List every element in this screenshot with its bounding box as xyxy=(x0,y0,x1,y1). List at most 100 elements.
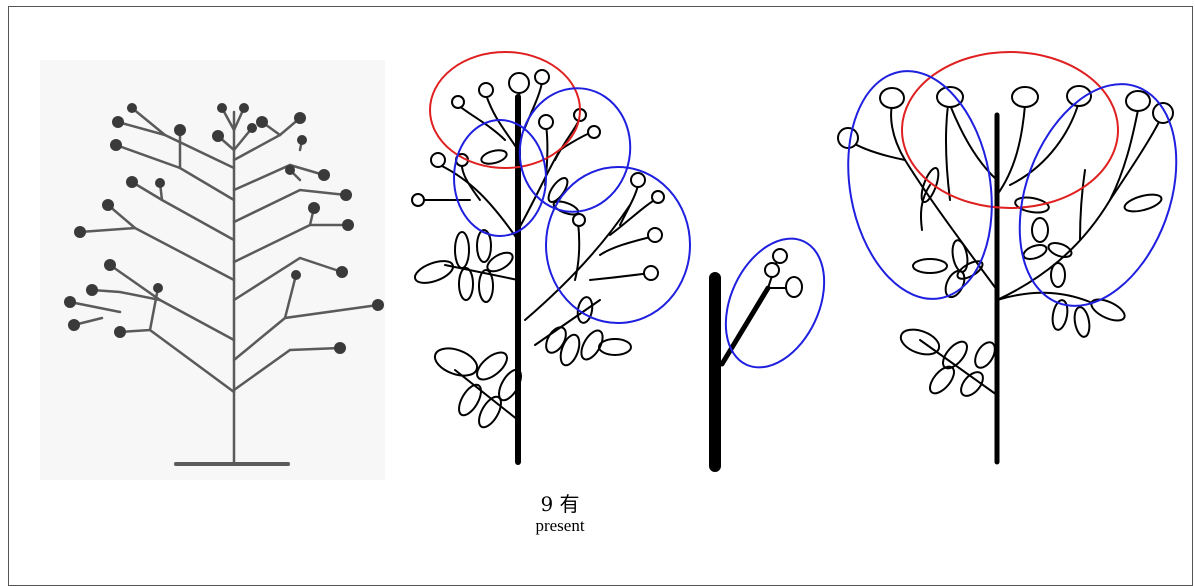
flower-head xyxy=(104,259,116,271)
flower-head xyxy=(430,152,446,168)
flower-head xyxy=(297,135,307,145)
leaf xyxy=(1090,298,1126,322)
sketch-1-flower-heads xyxy=(411,69,665,281)
flower-head xyxy=(285,165,295,175)
leaf xyxy=(1047,242,1073,258)
flower-head xyxy=(1152,102,1174,124)
flower-head xyxy=(451,95,465,109)
flower-head xyxy=(291,270,301,280)
flower-head xyxy=(879,87,905,109)
flower-head xyxy=(572,213,586,227)
flower-head xyxy=(247,123,257,133)
diagram-canvas xyxy=(40,51,1178,480)
side-branch xyxy=(719,285,771,367)
leaf xyxy=(486,251,514,273)
leaf xyxy=(458,267,474,301)
flower-head xyxy=(785,276,803,298)
leaf xyxy=(912,258,948,274)
flower-head xyxy=(651,190,665,204)
leaf xyxy=(951,239,969,273)
flower-head xyxy=(643,265,659,281)
flower-head xyxy=(155,178,165,188)
flower-head xyxy=(217,103,227,113)
flower-head xyxy=(153,283,163,293)
flower-head xyxy=(112,116,124,128)
flower-head xyxy=(174,124,186,136)
pedicel xyxy=(589,272,651,281)
leaf xyxy=(498,368,522,402)
flower-head xyxy=(239,103,249,113)
reference-branch xyxy=(68,300,122,314)
flower-head xyxy=(478,82,494,98)
pedicel xyxy=(996,109,1139,301)
flower-head xyxy=(102,199,114,211)
leaf xyxy=(1123,193,1163,213)
leaf xyxy=(433,347,479,377)
flower-head xyxy=(110,139,122,151)
flower-head xyxy=(308,202,320,214)
blue-cluster-circle xyxy=(545,166,691,324)
pedicel xyxy=(1009,104,1079,186)
flower-head xyxy=(294,112,306,124)
flower-head xyxy=(411,193,425,207)
leaf xyxy=(929,365,955,395)
leaf xyxy=(478,269,494,303)
flower-head xyxy=(336,266,348,278)
leaf xyxy=(1014,196,1050,214)
flower-head xyxy=(318,169,330,181)
blue-cluster-circle xyxy=(847,70,993,300)
reference-tree xyxy=(40,60,385,480)
flower-head xyxy=(114,326,126,338)
flower-head xyxy=(340,189,352,201)
leaf xyxy=(480,149,508,165)
pedicel xyxy=(485,94,519,151)
pedicel xyxy=(524,204,631,321)
leaf xyxy=(598,338,632,356)
leaf xyxy=(1050,262,1066,288)
figure-label-number: 9 有 xyxy=(540,492,580,516)
leaf xyxy=(899,328,941,356)
reference-branch xyxy=(90,288,162,302)
pedicel xyxy=(949,104,998,181)
leaf xyxy=(413,260,455,284)
leaf xyxy=(1051,299,1069,331)
leaf xyxy=(476,229,492,263)
reference-branch xyxy=(232,256,344,302)
flower-head xyxy=(534,69,550,85)
flower-head xyxy=(936,86,964,108)
blue-cluster-circle xyxy=(518,87,632,213)
leaf-petiole xyxy=(534,299,601,346)
leaf xyxy=(974,341,996,369)
flower-head xyxy=(508,72,530,94)
leaf xyxy=(458,383,482,417)
sketch-plant-2 xyxy=(709,237,826,472)
leaf xyxy=(454,231,470,269)
red-cluster-circle xyxy=(901,51,1119,209)
leaf xyxy=(476,351,508,381)
flower-head xyxy=(127,103,137,113)
pedicel xyxy=(944,104,951,201)
sketch-3-flower-heads xyxy=(837,85,1174,149)
sketch-3-cluster-circles xyxy=(847,51,1178,307)
flower-head xyxy=(630,172,646,188)
leaf xyxy=(1022,244,1048,260)
pedicel xyxy=(599,235,655,256)
leaf xyxy=(942,340,968,370)
reference-flower-heads xyxy=(64,103,384,354)
leaf xyxy=(944,269,966,299)
flower-head xyxy=(1011,86,1039,108)
pedicel xyxy=(890,104,998,291)
pedicel xyxy=(996,104,1026,196)
flower-head xyxy=(372,299,384,311)
flower-head xyxy=(256,116,268,128)
leaf-petiole xyxy=(996,291,1091,303)
figure-label-word: present xyxy=(535,516,585,535)
flower-head xyxy=(1066,85,1092,107)
flower-head xyxy=(647,227,663,243)
blue-cluster-circle xyxy=(453,119,547,237)
leaf xyxy=(559,333,581,367)
reference-branch xyxy=(148,286,160,332)
blue-cluster-circle xyxy=(1018,83,1178,307)
flower-head xyxy=(212,130,224,142)
flower-head xyxy=(68,319,80,331)
